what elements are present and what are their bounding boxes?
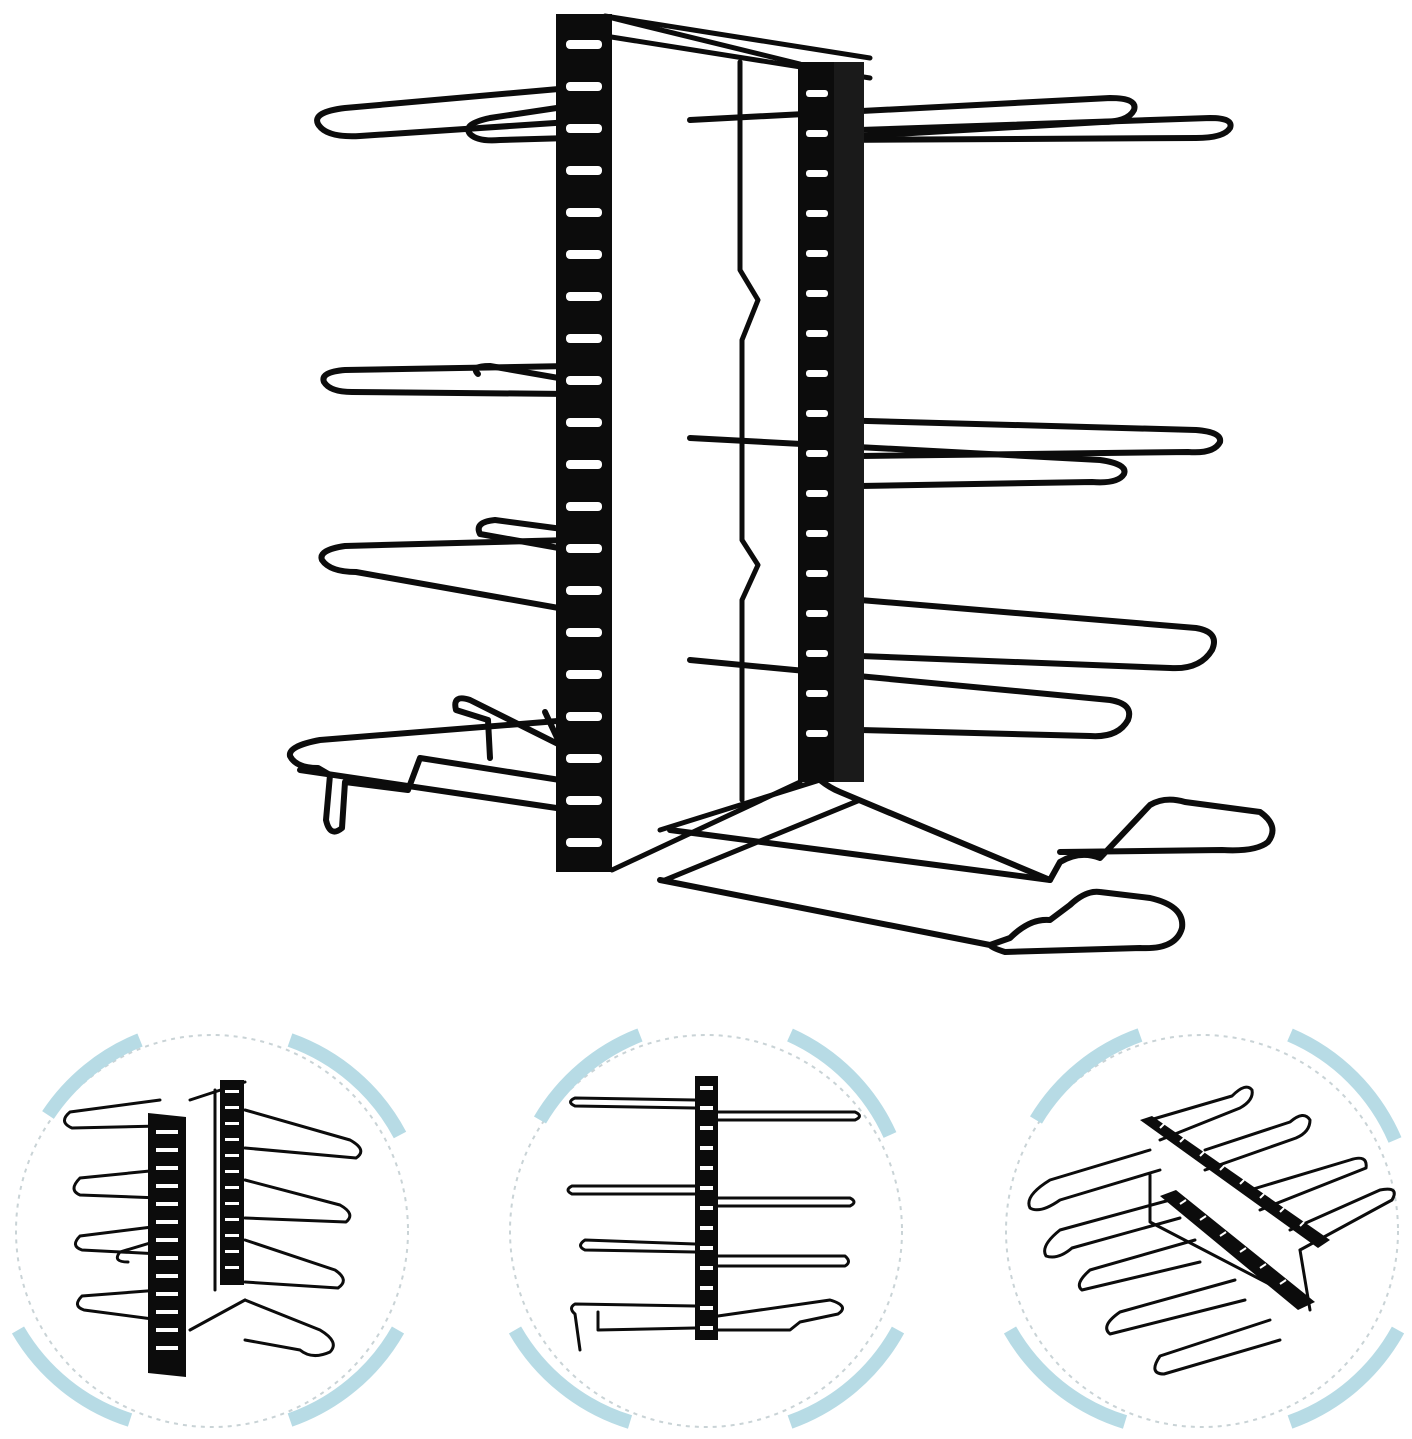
pot-rack-top-view-icon [1003,1028,1405,1429]
pot-rack-front-view-icon [508,1028,905,1429]
pot-rack-icon [286,13,1276,955]
front-panel-slots [566,40,602,847]
pot-rack-angled-view-icon [11,1033,409,1428]
